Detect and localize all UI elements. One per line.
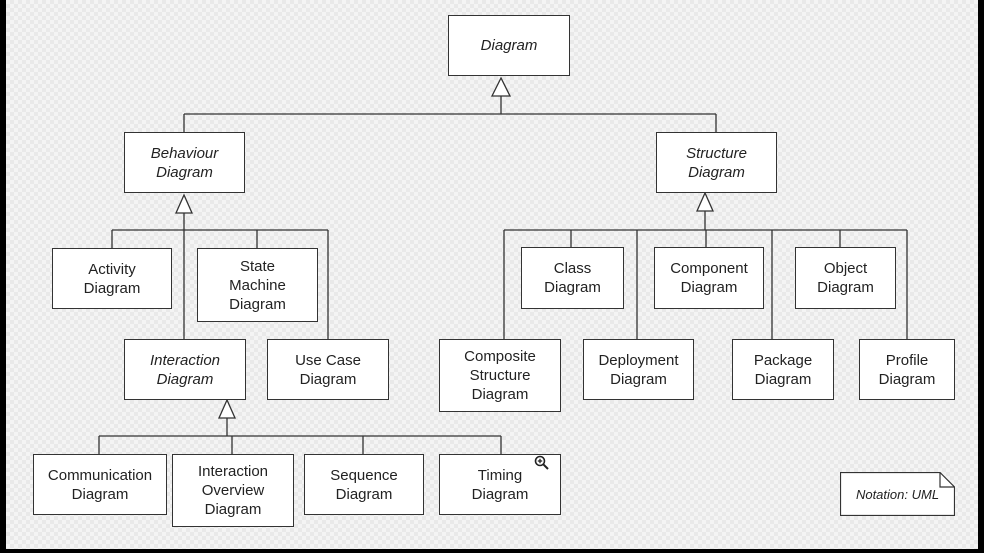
class-diagram-box: Class Diagram — [521, 247, 624, 309]
sequence-diagram-label: Sequence Diagram — [330, 466, 398, 503]
activity-diagram-box: Activity Diagram — [52, 248, 172, 309]
generalization-arrow — [695, 191, 715, 212]
diagram-box: Diagram — [448, 15, 570, 76]
object-diagram-label: Object Diagram — [817, 260, 874, 296]
interaction-diagram-box: Interaction Diagram — [124, 339, 246, 400]
activity-diagram-label: Activity Diagram — [83, 260, 141, 297]
package-diagram-label: Package Diagram — [753, 351, 813, 388]
communication-diagram-label: Communication Diagram — [47, 466, 153, 503]
use-case-diagram-label: Use Case Diagram — [295, 351, 361, 388]
composite-structure-diagram-label: Composite Structure Diagram — [464, 348, 536, 403]
deployment-diagram-box: Deployment Diagram — [583, 339, 694, 400]
zoom-in-icon[interactable] — [534, 455, 550, 471]
note-icon — [840, 472, 955, 516]
object-diagram-box: Object Diagram — [795, 247, 896, 309]
generalization-arrow — [174, 193, 194, 214]
profile-diagram-label: Profile Diagram — [878, 351, 936, 388]
notation-note: Notation: UML — [840, 472, 955, 516]
deployment-diagram-label: Deployment Diagram — [598, 351, 679, 388]
behaviour-diagram-box: Behaviour Diagram — [124, 132, 245, 193]
generalization-arrow — [217, 398, 237, 419]
timing-diagram-box: Timing Diagram — [439, 454, 561, 515]
state-machine-diagram-label: State Machine Diagram — [229, 257, 286, 313]
notation-note-text: Notation: UML — [855, 486, 940, 502]
composite-structure-diagram-box: Composite Structure Diagram — [439, 339, 561, 412]
structure-diagram-label: Structure Diagram — [686, 144, 747, 181]
state-machine-diagram-box: State Machine Diagram — [197, 248, 318, 322]
class-diagram-label: Class Diagram — [544, 260, 601, 296]
structure-diagram-box: Structure Diagram — [656, 132, 777, 193]
diagram-label: Diagram — [480, 37, 538, 54]
behaviour-diagram-label: Behaviour Diagram — [150, 144, 219, 181]
generalization-arrow — [490, 76, 512, 97]
package-diagram-box: Package Diagram — [732, 339, 834, 400]
interaction-diagram-label: Interaction Diagram — [149, 351, 221, 388]
component-diagram-box: Component Diagram — [654, 247, 764, 309]
use-case-diagram-box: Use Case Diagram — [267, 339, 389, 400]
communication-diagram-box: Communication Diagram — [33, 454, 167, 515]
profile-diagram-box: Profile Diagram — [859, 339, 955, 400]
interaction-overview-diagram-label: Interaction Overview Diagram — [197, 463, 269, 518]
component-diagram-label: Component Diagram — [670, 260, 748, 296]
interaction-overview-diagram-box: Interaction Overview Diagram — [172, 454, 294, 527]
sequence-diagram-box: Sequence Diagram — [304, 454, 424, 515]
timing-diagram-label: Timing Diagram — [471, 466, 529, 503]
